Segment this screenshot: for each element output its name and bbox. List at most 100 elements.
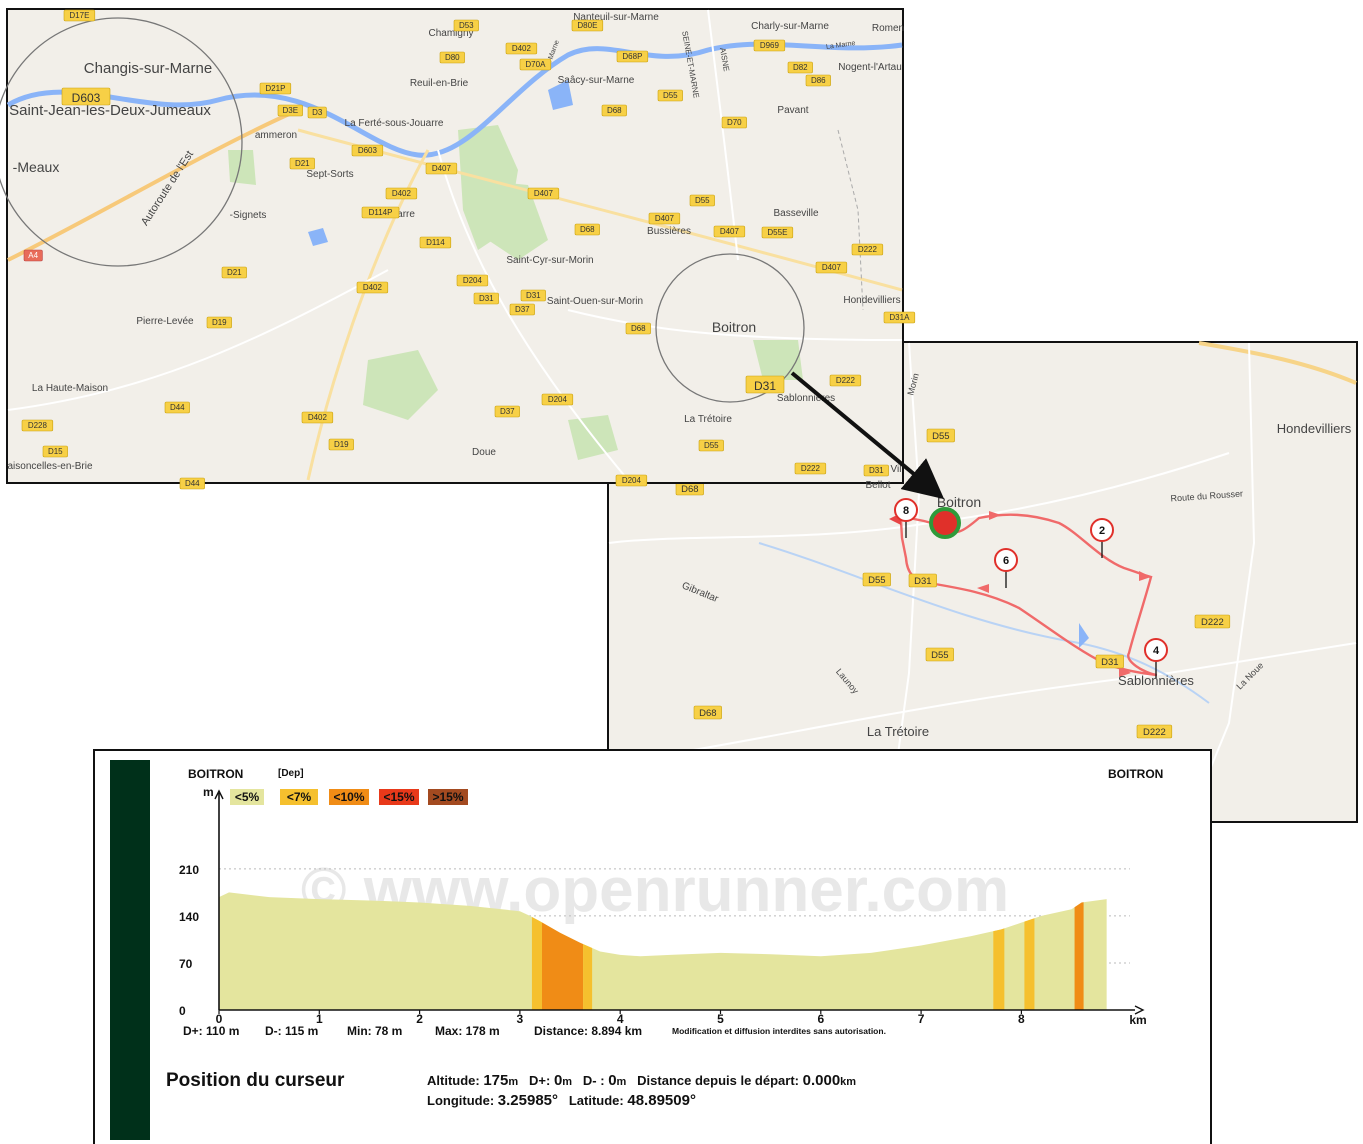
road-label-d55: D55 (862, 572, 891, 587)
svg-text:D222: D222 (801, 464, 821, 473)
svg-text:D402: D402 (392, 189, 412, 198)
road-label-d21: D21 (289, 157, 315, 170)
place-label-nogent: Nogent-l'Artau (838, 62, 902, 73)
x-tick-label: 3 (517, 1012, 524, 1026)
road-label-d55: D55 (926, 428, 955, 443)
km-marker-6[interactable]: 6 (994, 548, 1018, 588)
place-label-tretoire: La Trétoire (684, 414, 732, 425)
place-label-chamigny: Chamigny (428, 28, 473, 39)
road-label-d55: D55 (657, 89, 683, 102)
road-label-d31: D31 (1095, 654, 1124, 669)
road-label-d68: D68 (625, 322, 651, 335)
place-label-lamarne2: La Marne (826, 40, 856, 51)
cursor-line-2: Longitude: 3.25985° Latitude: 48.89509° (427, 1092, 696, 1109)
svg-text:D80E: D80E (577, 21, 597, 30)
svg-text:D44: D44 (170, 403, 185, 412)
marne-river (6, 41, 903, 158)
dep-label: [Dep] (278, 768, 304, 779)
department-border (837, 129, 864, 311)
place-label-pavant: Pavant (777, 105, 808, 116)
road-label-d407: D407 (815, 261, 848, 274)
legend-item-2: <10% (329, 789, 369, 805)
road-label-d407: D407 (648, 212, 681, 225)
stat-notice: Modification et diffusion interdites san… (672, 1026, 886, 1036)
minor-road (567, 309, 903, 341)
grade-band-2 (583, 892, 593, 1010)
forest-area (363, 350, 438, 420)
cursor-line-1: Altitude: 175m D+: 0m D- : 0m Distance d… (427, 1072, 856, 1089)
svg-text:D204: D204 (622, 476, 642, 485)
place-label-aisne: AISNE (718, 47, 731, 72)
svg-text:D17E: D17E (69, 11, 89, 20)
km-marker-2[interactable]: 2 (1090, 518, 1114, 558)
stat-distance: Distance: 8.894 km (534, 1024, 643, 1038)
svg-text:D31: D31 (914, 576, 931, 587)
road-label-d402: D402 (356, 281, 389, 294)
svg-text:D55: D55 (663, 91, 678, 100)
svg-text:D70: D70 (727, 118, 742, 127)
road-label-d114: D114 (419, 236, 452, 249)
svg-text:D114: D114 (426, 238, 445, 247)
svg-text:D402: D402 (363, 283, 383, 292)
place-label-sablonnieres: Sablonnières (777, 393, 835, 404)
grade-band-5 (1074, 892, 1084, 1010)
legend-item-4: >15% (428, 789, 468, 805)
svg-text:D31: D31 (869, 466, 884, 475)
road-label-a4: A4 (23, 249, 43, 262)
elevation-area[interactable] (219, 892, 1107, 1010)
svg-text:D3E: D3E (283, 106, 299, 115)
x-tick-label: 0 (216, 1012, 223, 1026)
place-label-stcyr: Saint-Cyr-sur-Morin (506, 255, 593, 266)
x-tick-label: 7 (918, 1012, 925, 1026)
stat-min: Min: 78 m (347, 1024, 403, 1038)
legend-item-0: <5% (230, 789, 264, 805)
x-tick-label: 5 (717, 1012, 724, 1026)
svg-text:D407: D407 (534, 189, 554, 198)
svg-text:D55: D55 (931, 650, 948, 661)
road-label-d70a: D70A (519, 58, 552, 71)
elevation-profile-panel[interactable]: BOITRON [Dep] BOITRON m <5%<7%<10%<15%>1… (93, 749, 1212, 1144)
svg-text:D19: D19 (334, 440, 349, 449)
lat-value: 48.89509° (627, 1092, 696, 1109)
altitude-label: Altitude: (427, 1073, 480, 1088)
zoom-circle-left (0, 17, 243, 267)
svg-text:D407: D407 (432, 164, 452, 173)
svg-text:D68: D68 (607, 106, 622, 115)
svg-text:D44: D44 (185, 479, 200, 488)
svg-text:D21: D21 (227, 268, 242, 277)
svg-text:8: 8 (903, 505, 909, 517)
lon-label: Longitude: (427, 1093, 495, 1108)
road-label-d204: D204 (456, 274, 489, 287)
km-marker-4[interactable]: 4 (1144, 638, 1168, 678)
place-label-pierre: Pierre-Levée (136, 316, 194, 327)
road-label-d222: D222 (829, 374, 862, 387)
place-label-vil: Vil (891, 464, 902, 475)
svg-text:D114P: D114P (369, 208, 393, 217)
svg-text:D55: D55 (704, 441, 719, 450)
y-axis-arrow (214, 789, 224, 800)
road-label-d222: D222 (794, 462, 827, 475)
start-marker[interactable] (929, 507, 961, 539)
svg-text:D31: D31 (479, 294, 494, 303)
road-label-d407: D407 (713, 225, 746, 238)
road-label-d31: D31 (520, 289, 546, 302)
road-label-d969: D969 (753, 39, 786, 52)
road-label-d15: D15 (42, 445, 68, 458)
road-label-d44: D44 (179, 477, 205, 490)
svg-text:D68: D68 (699, 708, 716, 719)
route-line[interactable] (899, 513, 1158, 677)
svg-text:D68P: D68P (622, 52, 642, 61)
place-label-signets: -Signets (230, 210, 267, 221)
road-label-d31: D31 (908, 573, 937, 588)
road-label-d603: D603 (61, 87, 111, 106)
svg-text:4: 4 (1153, 645, 1160, 657)
route-direction-arrow (1139, 571, 1151, 581)
place-label-basseville: Basseville (773, 208, 818, 219)
svg-text:D70A: D70A (525, 60, 546, 69)
y-tick-label: 140 (179, 910, 199, 924)
svg-text:D402: D402 (512, 44, 532, 53)
overview-map-canvas[interactable]: Changis-sur-MarneSaint-Jean-les-Deux-Jum… (0, 9, 916, 491)
road-label-d19: D19 (328, 438, 354, 451)
